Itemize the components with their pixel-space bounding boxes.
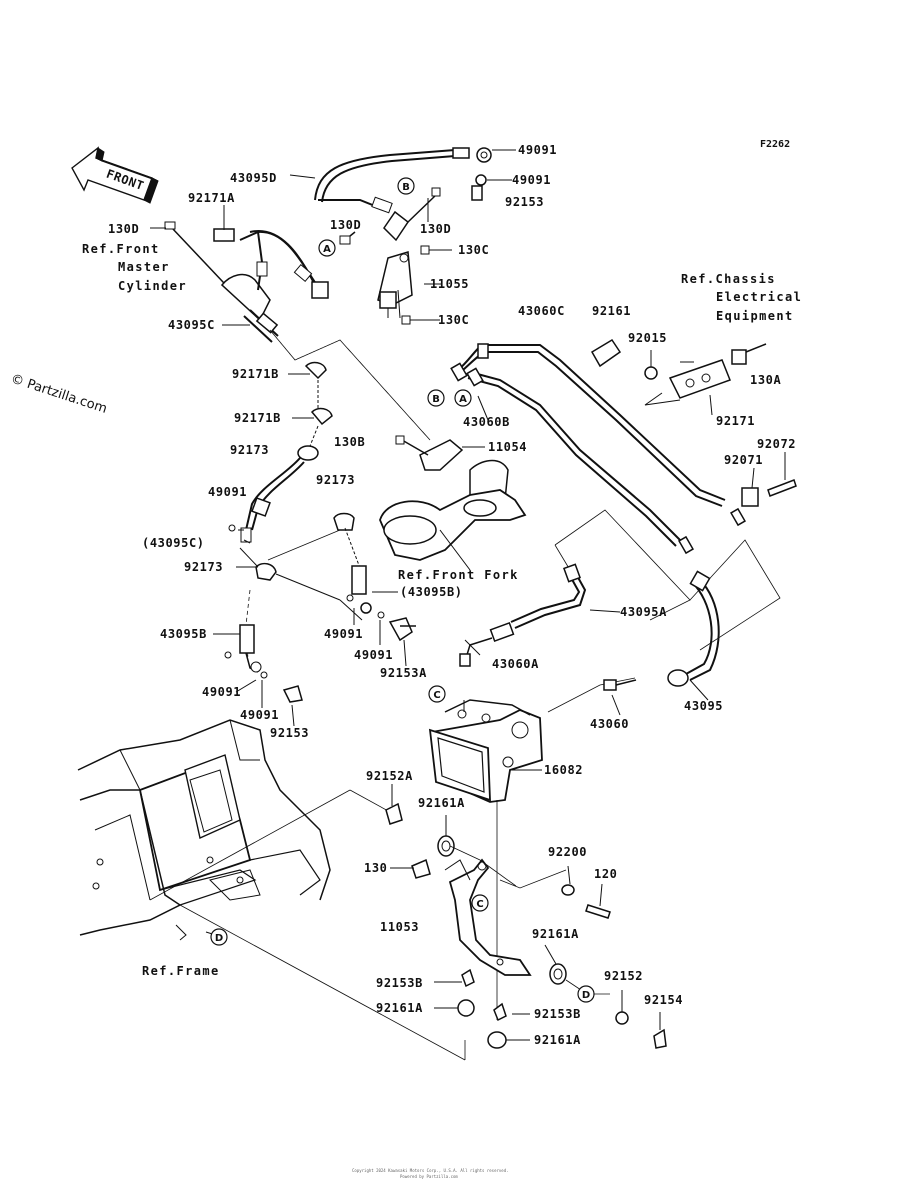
- figure-code: F2262: [760, 139, 790, 150]
- part-130: 130: [364, 861, 387, 875]
- part-49091-a: 49091: [518, 143, 557, 157]
- part-92161a-b: 92161A: [532, 927, 579, 941]
- part-92154: 92154: [644, 993, 683, 1007]
- part-49091-b: 49091: [512, 173, 551, 187]
- part-92200: 92200: [548, 845, 587, 859]
- part-92161a-c: 92161A: [376, 1001, 423, 1015]
- ref-front-fork: Ref.Front Fork: [398, 568, 519, 582]
- callout-a-lower: A: [459, 394, 467, 405]
- part-120: 120: [594, 867, 617, 881]
- part-92152a: 92152A: [366, 769, 413, 783]
- part-43095b: 43095B: [160, 627, 207, 641]
- part-92171: 92171: [716, 414, 755, 428]
- part-16082: 16082: [544, 763, 583, 777]
- part-43095b-paren: (43095B): [400, 585, 463, 599]
- ref-front-master-cylinder-3: Cylinder: [118, 279, 187, 293]
- part-92173-a: 92173: [230, 443, 269, 457]
- part-49091-d: 49091: [324, 627, 363, 641]
- part-92161a-d: 92161A: [534, 1033, 581, 1047]
- part-130d-mid: 130D: [330, 218, 361, 232]
- callout-c-lower: C: [476, 899, 483, 910]
- part-130d-right: 130D: [420, 222, 451, 236]
- part-92152: 92152: [604, 969, 643, 983]
- callout-c-upper: C: [433, 690, 440, 701]
- callout-d-right: D: [582, 990, 590, 1001]
- part-43060c: 43060C: [518, 304, 565, 318]
- part-130a: 130A: [750, 373, 781, 387]
- part-130d-left: 130D: [108, 222, 139, 236]
- part-43095: 43095: [684, 699, 723, 713]
- ref-chassis-electrical-2: Electrical: [716, 290, 802, 304]
- part-92153b-b: 92153B: [534, 1007, 581, 1021]
- part-43095d: 43095D: [230, 171, 277, 185]
- part-43095c-paren: (43095C): [142, 536, 205, 550]
- part-92171b-b: 92171B: [234, 411, 281, 425]
- footer-line-2: Powered by Partzilla.com: [400, 1174, 458, 1179]
- part-43095a: 43095A: [620, 605, 667, 619]
- part-49091-e: 49091: [354, 648, 393, 662]
- part-43060: 43060: [590, 717, 629, 731]
- part-92161a-a: 92161A: [418, 796, 465, 810]
- callout-a-upper: A: [323, 244, 331, 255]
- part-11053: 11053: [380, 920, 419, 934]
- ref-front-master-cylinder-1: Ref.Front: [82, 242, 160, 256]
- ref-frame: Ref.Frame: [142, 964, 220, 978]
- bracket-11053: [444, 858, 532, 976]
- part-92173-b: 92173: [316, 473, 355, 487]
- part-43095c: 43095C: [168, 318, 215, 332]
- part-92015: 92015: [628, 331, 667, 345]
- part-49091-f: 49091: [202, 685, 241, 699]
- part-92072: 92072: [757, 437, 796, 451]
- frame-outline: [77, 719, 331, 941]
- part-130c-top: 130C: [458, 243, 489, 257]
- callout-b-upper: B: [402, 182, 410, 193]
- part-92153b-a: 92153B: [376, 976, 423, 990]
- part-11054: 11054: [488, 440, 527, 454]
- part-43060a: 43060A: [492, 657, 539, 671]
- part-92071: 92071: [724, 453, 763, 467]
- part-49091-c: 49091: [208, 485, 247, 499]
- part-92171b-a: 92171B: [232, 367, 279, 381]
- footer-line-1: Copyright 2024 Kawasaki Motors Corp., U.…: [352, 1168, 509, 1173]
- ref-chassis-electrical-1: Ref.Chassis: [681, 272, 776, 286]
- part-92153a: 92153A: [380, 666, 427, 680]
- callout-b-lower: B: [432, 394, 440, 405]
- part-49091-g: 49091: [240, 708, 279, 722]
- part-130b: 130B: [334, 435, 365, 449]
- part-92153-top: 92153: [505, 195, 544, 209]
- part-92173-c: 92173: [184, 560, 223, 574]
- ref-chassis-electrical-3: Equipment: [716, 309, 794, 323]
- watermark: © Partzilla.com: [9, 372, 109, 417]
- callout-d-left: D: [215, 933, 223, 944]
- part-130c-bottom: 130C: [438, 313, 469, 327]
- front-arrow-icon: [71, 146, 159, 204]
- ref-front-master-cylinder-2: Master: [118, 260, 170, 274]
- part-92171a: 92171A: [188, 191, 235, 205]
- part-43060b: 43060B: [463, 415, 510, 429]
- part-11055: 11055: [430, 277, 469, 291]
- abs-unit: [428, 699, 543, 803]
- part-92161-top: 92161: [592, 304, 631, 318]
- part-92153-mid: 92153: [270, 726, 309, 740]
